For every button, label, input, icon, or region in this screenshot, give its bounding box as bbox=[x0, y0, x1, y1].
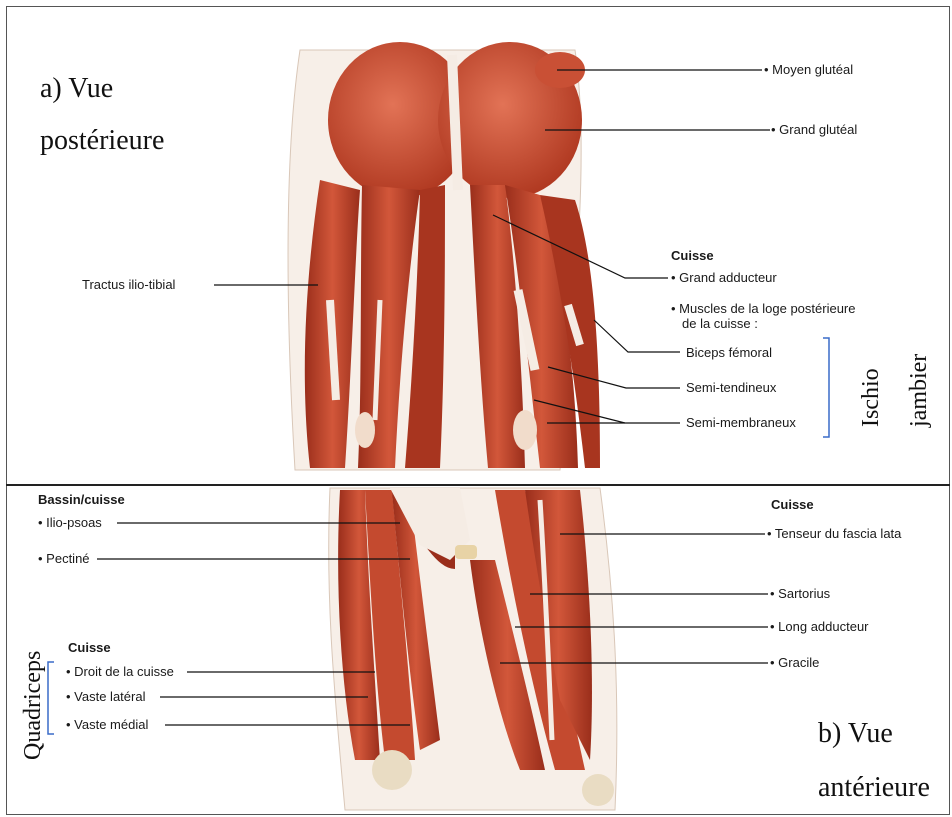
posterior-title-line1: a) Vue bbox=[40, 72, 113, 106]
label-tractus-ilio-tibial: Tractus ilio-tibial bbox=[82, 277, 175, 293]
label-grand-adducteur: • Grand adducteur bbox=[671, 270, 777, 286]
label-pectine: • Pectiné bbox=[38, 551, 90, 567]
anterior-left-heading: Bassin/cuisse bbox=[38, 492, 125, 508]
label-droit-cuisse: • Droit de la cuisse bbox=[66, 664, 174, 680]
label-vaste-medial: • Vaste médial bbox=[66, 717, 148, 733]
ischio-label: Ischio bbox=[858, 368, 885, 427]
quadriceps-bracket bbox=[48, 662, 54, 734]
label-vaste-lateral: • Vaste latéral bbox=[66, 689, 145, 705]
label-sartorius: • Sartorius bbox=[770, 586, 830, 602]
anterior-right-heading: Cuisse bbox=[771, 497, 814, 513]
anterior-title-line2: antérieure bbox=[818, 771, 930, 805]
label-semi-membraneux: Semi-membraneux bbox=[686, 415, 796, 431]
label-ilio-psoas: • Ilio-psoas bbox=[38, 515, 102, 531]
label-loge-posterieure-cont: de la cuisse : bbox=[682, 316, 758, 332]
label-semi-tendineux: Semi-tendineux bbox=[686, 380, 776, 396]
section-divider bbox=[6, 484, 950, 486]
label-moyen-gluteal: • Moyen glutéal bbox=[764, 62, 853, 78]
label-loge-posterieure: • Muscles de la loge postérieure bbox=[671, 301, 855, 317]
jambier-label: jambier bbox=[906, 354, 933, 427]
posterior-title-line2: postérieure bbox=[40, 124, 164, 158]
label-long-adducteur: • Long adducteur bbox=[770, 619, 869, 635]
label-gracile: • Gracile bbox=[770, 655, 819, 671]
label-tenseur-fascia-lata: • Tenseur du fascia lata bbox=[767, 526, 901, 542]
quadriceps-heading: Cuisse bbox=[68, 640, 111, 656]
posterior-section-heading: Cuisse bbox=[671, 248, 714, 264]
label-biceps-femoral: Biceps fémoral bbox=[686, 345, 772, 361]
posterior-view-drawing bbox=[288, 42, 600, 470]
anterior-view-drawing bbox=[329, 488, 617, 810]
anterior-title-line1: b) Vue bbox=[818, 717, 893, 751]
label-grand-gluteal: • Grand glutéal bbox=[771, 122, 857, 138]
ischio-bracket bbox=[823, 338, 829, 437]
quadriceps-label: Quadriceps bbox=[20, 651, 47, 760]
